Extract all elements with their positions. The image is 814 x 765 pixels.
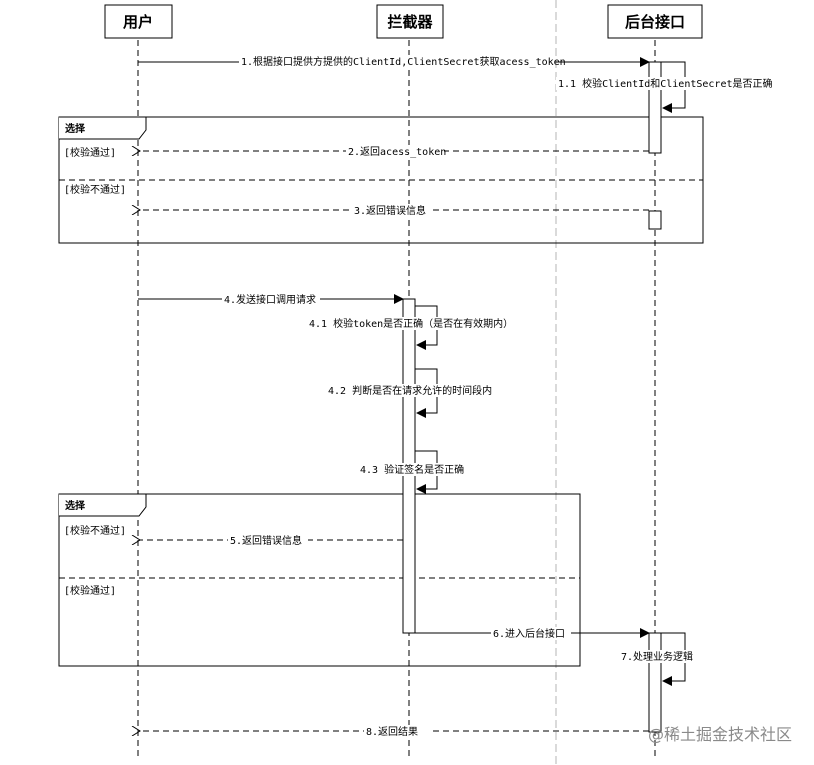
actor-backend-label: 后台接口	[625, 13, 685, 31]
message-4: 4.发送接口调用请求	[138, 293, 404, 306]
message-4-1: 4.1 校验token是否正确（是否在有效期内）	[307, 305, 517, 350]
message-4-label: 4.发送接口调用请求	[224, 293, 316, 306]
actor-interceptor-label: 拦截器	[387, 13, 433, 31]
message-2-label: 2.返回acess_token	[348, 146, 446, 158]
message-4-3: 4.3 验证签名是否正确	[358, 450, 468, 494]
alt-frame-1-label: 选择	[65, 122, 86, 135]
message-8: 8.返回结果	[140, 725, 649, 738]
message-6-label: 6.进入后台接口	[493, 627, 565, 640]
message-1: 1.根据接口提供方提供的ClientId,ClientSecret获取acess…	[138, 55, 650, 68]
alt-frame-2-guard-2: [校验通过]	[64, 584, 116, 597]
activation-backend-2	[648, 210, 662, 230]
alt-frame-1-guard-1: [校验通过]	[64, 146, 116, 159]
actor-user-label: 用户	[123, 13, 153, 31]
message-4-3-label: 4.3 验证签名是否正确	[360, 463, 464, 476]
actor-backend: 后台接口	[607, 4, 703, 39]
message-1-label: 1.根据接口提供方提供的ClientId,ClientSecret获取acess…	[241, 55, 566, 68]
alt-frame-1: 选择 [校验通过] [校验不通过]	[58, 116, 704, 244]
message-4-1-label: 4.1 校验token是否正确（是否在有效期内）	[309, 317, 513, 330]
message-7-label: 7.处理业务逻辑	[621, 650, 693, 663]
message-3-label: 3.返回错误信息	[354, 204, 426, 217]
alt-frame-2: 选择 [校验不通过] [校验通过]	[58, 493, 581, 667]
activation-backend-3	[648, 632, 662, 733]
message-1-1-label: 1.1 校验ClientId和ClientSecret是否正确	[558, 77, 773, 90]
message-6: 6.进入后台接口	[415, 627, 650, 640]
alt-frame-2-guard-1: [校验不通过]	[64, 524, 126, 537]
actor-user: 用户	[104, 4, 173, 39]
message-3: 3.返回错误信息	[140, 204, 649, 217]
message-8-label: 8.返回结果	[366, 725, 418, 738]
actor-interceptor: 拦截器	[376, 4, 444, 39]
activation-backend-1	[648, 61, 662, 154]
alt-frame-2-label: 选择	[65, 499, 86, 512]
message-5: 5.返回错误信息	[140, 534, 403, 547]
watermark: @稀土掘金技术社区	[648, 725, 792, 744]
message-2: 2.返回acess_token	[140, 145, 649, 158]
message-4-2: 4.2 判断是否在请求允许的时间段内	[326, 368, 500, 418]
message-1-1: 1.1 校验ClientId和ClientSecret是否正确	[556, 61, 773, 113]
message-5-label: 5.返回错误信息	[230, 534, 302, 547]
message-7: 7.处理业务逻辑	[619, 632, 701, 686]
alt-frame-1-guard-2: [校验不通过]	[64, 183, 126, 196]
message-4-2-label: 4.2 判断是否在请求允许的时间段内	[328, 384, 492, 397]
